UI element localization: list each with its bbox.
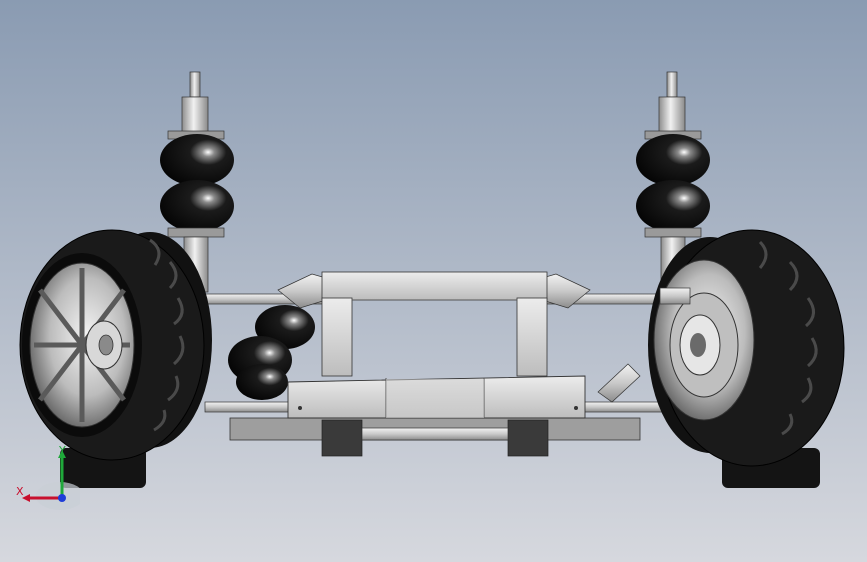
triad-z-dot — [58, 494, 66, 502]
shock-absorber[interactable] — [228, 305, 641, 403]
triad-axes — [22, 450, 84, 510]
axle-housing[interactable] — [287, 375, 586, 419]
triad-y-label: Y — [59, 444, 66, 457]
frame[interactable] — [229, 271, 641, 457]
triad-y-arrow — [58, 450, 66, 458]
right-wheel[interactable] — [648, 229, 845, 488]
triad-x-label: X — [16, 485, 24, 498]
brake-disc[interactable] — [669, 292, 739, 398]
upper-control-arm[interactable] — [204, 273, 661, 309]
left-wheel[interactable] — [19, 229, 212, 488]
coordinate-triad: X Y — [10, 440, 84, 510]
triad-x-arrow — [22, 494, 30, 502]
